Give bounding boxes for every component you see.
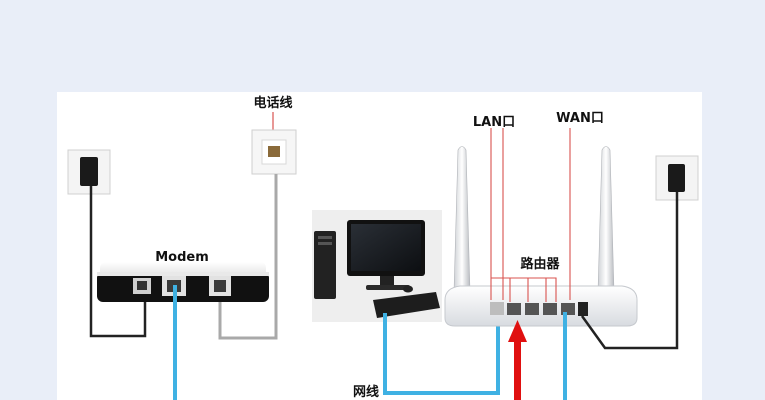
- network-cable-label: 网线: [353, 384, 379, 400]
- phone-line-label: 电话线: [253, 95, 292, 111]
- phone-cable: [218, 174, 278, 340]
- wan-port-label: WAN口: [556, 111, 604, 126]
- phone-jack-icon: [251, 129, 297, 175]
- computer-network-cable: [383, 312, 500, 395]
- router-power-cable: [580, 192, 679, 350]
- modem-power-cable: [89, 186, 147, 338]
- port-guide-lines: [490, 128, 571, 302]
- router-icon: [444, 146, 638, 327]
- lan-arrow-icon: [508, 320, 527, 400]
- modem-icon: [97, 262, 269, 302]
- modem-label: Modem: [155, 250, 209, 265]
- computer-icon: [314, 220, 440, 318]
- router-label: 路由器: [520, 256, 560, 272]
- lan-port-label: LAN口: [473, 115, 515, 130]
- wall-power-socket-icon: [67, 149, 111, 195]
